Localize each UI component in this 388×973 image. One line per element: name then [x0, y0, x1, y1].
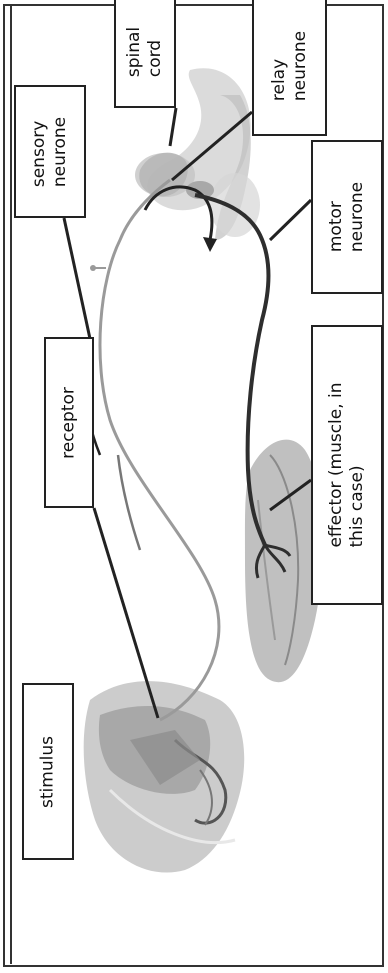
label-receptor: receptor: [44, 337, 94, 508]
effector-text: effector (muscle, in this case): [326, 382, 368, 547]
receptor-text: receptor: [59, 387, 80, 459]
sensory-neurone-text: sensory neurone: [29, 116, 71, 186]
sensory-arrow-lower: [118, 455, 140, 550]
sensory-neurone-path: [100, 180, 219, 720]
label-spinal-cord: spinal cord: [114, 0, 176, 108]
label-motor-neurone: motor neurone: [311, 140, 383, 294]
leader-spinal-cord: [170, 108, 176, 146]
label-stimulus: stimulus: [22, 683, 74, 860]
label-sensory-neurone: sensory neurone: [14, 85, 86, 218]
label-effector: effector (muscle, in this case): [311, 325, 383, 605]
motor-neurone-text: motor neurone: [326, 182, 368, 252]
label-relay-neurone: relay neurone: [252, 0, 327, 136]
relay-neurone-text: relay neurone: [269, 31, 311, 101]
leader-sensory-neurone: [64, 218, 92, 348]
leader-motor-neurone: [270, 200, 311, 240]
skin-receptor-illustration: [84, 681, 245, 872]
stimulus-text: stimulus: [38, 736, 59, 808]
spinal-cord-text: spinal cord: [124, 27, 166, 77]
